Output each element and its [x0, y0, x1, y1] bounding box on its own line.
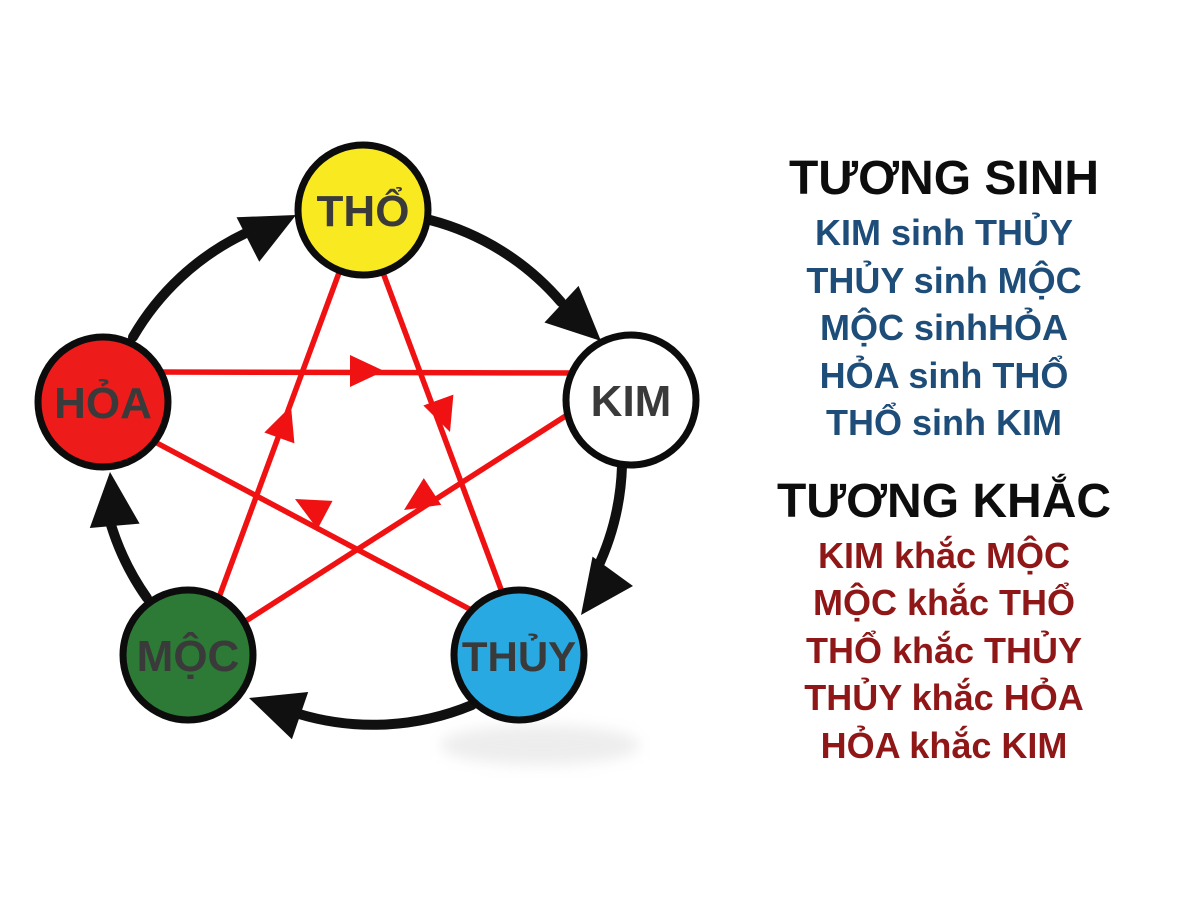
sinh-item: KIM sinh THỦY [815, 212, 1073, 253]
node-hoa-circle [34, 333, 172, 471]
sinh-title: TƯƠNG SINH [788, 152, 1100, 205]
arc-kim-to-thuy [592, 461, 627, 574]
arrowhead-to-tho [236, 215, 296, 262]
element-nodes [34, 141, 700, 724]
node-thuy-label: THỦY [462, 632, 576, 680]
sinh-item: THỔ sinh KIM [826, 402, 1062, 443]
sinh-list: KIM sinh THỦY THỦY sinh MỘC MỘC sinhHỎA … [758, 209, 1130, 447]
arc-thuy-to-moc [294, 700, 477, 730]
node-tho-label: THỔ [317, 185, 410, 236]
node-thuy-circle [450, 586, 588, 724]
node-kim-label: KIM [591, 377, 672, 426]
arrowhead-khac-moc [404, 478, 442, 510]
arrowhead-khac-hoa [295, 499, 333, 530]
sinh-cycle-arrowheads [89, 215, 633, 740]
arrowhead-khac-tho [264, 406, 295, 444]
cycles-text-column: TƯƠNG SINH KIM sinh THỦY THỦY sinh MỘC M… [758, 150, 1130, 769]
khac-cycle-arrowheads [264, 355, 454, 530]
arrowhead-to-hoa [89, 472, 140, 528]
arrowhead-khac-thuy [423, 394, 454, 432]
arrowhead-khac-kim [350, 355, 384, 387]
sinh-section: TƯƠNG SINH KIM sinh THỦY THỦY sinh MỘC M… [758, 150, 1130, 447]
khac-section: TƯƠNG KHẮC KIM khắc MỘC MỘC khắc THỔ THỔ… [758, 473, 1130, 770]
khac-item: MỘC khắc THỔ [812, 582, 1076, 623]
khac-item: HỎA khắc KIM [820, 724, 1068, 766]
arrowhead-to-moc [249, 691, 309, 740]
khac-cycle-lines [149, 261, 586, 629]
arc-tho-to-kim [425, 215, 566, 307]
sinh-item: MỘC sinhHỎA [820, 307, 1068, 348]
khac-item: THỦY khắc HỎA [804, 677, 1084, 718]
arrowhead-to-thuy [581, 556, 633, 615]
element-node-labels: THỔ KIM THỦY MỘC HỎA [54, 185, 671, 681]
arc-moc-to-hoa [104, 513, 152, 603]
node-moc-circle [119, 586, 257, 724]
line-tho-to-thuy [376, 261, 508, 601]
node-moc-label: MỘC [137, 630, 240, 681]
khac-item: THỔ khắc THỦY [805, 629, 1083, 671]
line-kim-to-moc [236, 405, 580, 629]
node-kim-circle [562, 331, 700, 469]
sinh-cycle-arrows [104, 215, 627, 730]
sinh-item: HỎA sinh THỔ [819, 354, 1069, 396]
khac-item: KIM khắc MỘC [817, 534, 1071, 576]
five-elements-diagram: THỔ KIM THỦY MỘC HỎA [34, 141, 700, 765]
arrowhead-to-kim [544, 285, 601, 341]
ground-shadow [440, 725, 640, 765]
khac-title: TƯƠNG KHẮC [776, 474, 1112, 528]
node-hoa-label: HỎA [54, 377, 152, 428]
khac-list: KIM khắc MỘC MỘC khắc THỔ THỔ khắc THỦY … [758, 532, 1130, 770]
sinh-item: THỦY sinh MỘC [806, 259, 1082, 301]
line-thuy-to-hoa [153, 439, 477, 615]
node-tho-circle [294, 141, 432, 279]
arc-hoa-to-tho [128, 229, 249, 342]
